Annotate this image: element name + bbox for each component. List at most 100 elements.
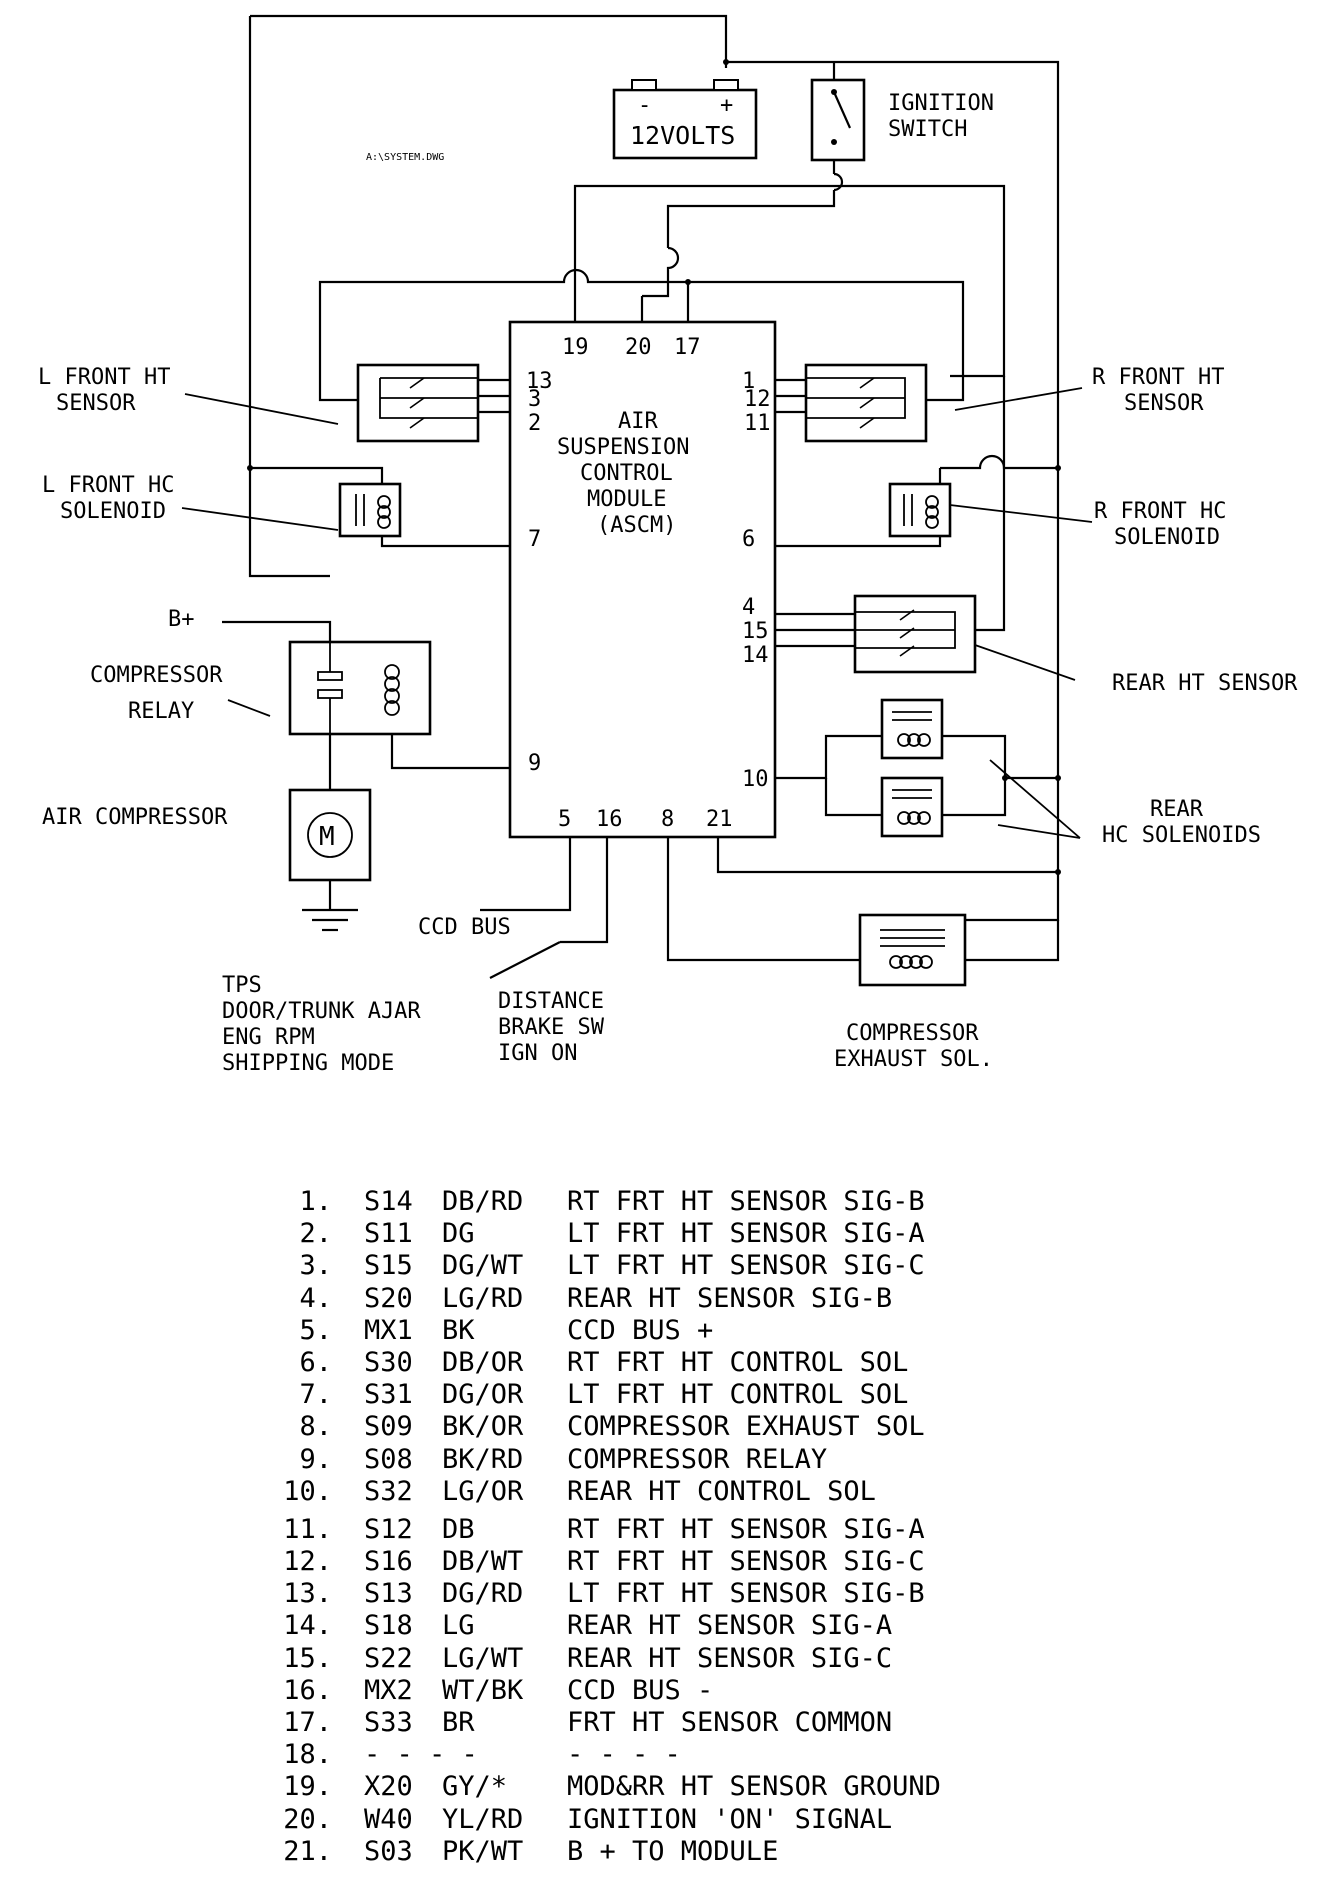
ascm-module: AIR SUSPENSION CONTROL MODULE (ASCM) 19 … <box>508 320 777 839</box>
pin16-input-ign-on: IGN ON <box>498 1041 577 1066</box>
ccd-input-eng-rpm: ENG RPM <box>222 1025 315 1050</box>
ccd-input-tps: TPS <box>222 973 262 998</box>
pin-description: REAR HT SENSOR SIG-C <box>567 1642 893 1674</box>
wire-color: DG/WT <box>442 1250 524 1282</box>
pin-5-label: 5 <box>558 807 571 832</box>
pin-description: LT FRT HT SENSOR SIG-B <box>567 1578 925 1610</box>
pin-8-label: 8 <box>661 807 674 832</box>
pin-14-label: 14 <box>742 643 769 668</box>
pin-number: 1. <box>299 1186 332 1217</box>
wire-color: DB/RD <box>442 1186 524 1217</box>
pin-11-label: 11 <box>744 411 771 436</box>
pin-description: REAR HT SENSOR SIG-B <box>567 1282 893 1314</box>
ignition-switch-label-1: IGNITION <box>888 91 994 116</box>
pin-description: RT FRT HT SENSOR SIG-C <box>567 1546 925 1578</box>
circuit-code: S22 <box>364 1642 413 1674</box>
pin-description: MOD&RR HT SENSOR GROUND <box>567 1771 941 1803</box>
compressor-exhaust-sol-label-1: COMPRESSOR <box>846 1021 979 1046</box>
wire-color: BK/OR <box>442 1411 524 1443</box>
circuit-code: S11 <box>364 1218 413 1250</box>
r-front-ht-sensor-label-1: R FRONT HT <box>1092 365 1224 390</box>
ccd-input-shipping-mode: SHIPPING MODE <box>222 1051 394 1076</box>
pin-13-label: 13 <box>526 369 553 394</box>
circuit-code: - - - - <box>364 1739 478 1771</box>
junction-dots <box>247 59 1061 875</box>
pin-number: 4. <box>299 1282 332 1314</box>
pin-description: IGNITION 'ON' SIGNAL <box>567 1803 893 1835</box>
wire-color: BK <box>442 1314 475 1346</box>
circuit-code: S18 <box>364 1610 413 1642</box>
circuit-code: S14 <box>364 1186 413 1217</box>
ignition-switch: IGNITION SWITCH <box>810 78 994 162</box>
pin-number: 20. <box>283 1803 332 1835</box>
pin-10-label: 10 <box>742 767 769 792</box>
circuit-code: S12 <box>364 1513 413 1545</box>
l-front-ht-sensor <box>356 363 480 443</box>
pin-description: B + TO MODULE <box>567 1835 779 1867</box>
module-name-line-1: AIR <box>618 409 658 434</box>
pin-9-label: 9 <box>528 751 541 776</box>
wire-color: DB/OR <box>442 1346 524 1378</box>
module-name-line-5: (ASCM) <box>597 513 676 538</box>
pin-7-label: 7 <box>528 527 541 552</box>
pin-12-label: 12 <box>744 387 771 412</box>
pin-number: 19. <box>283 1771 332 1803</box>
circuit-code: MX2 <box>364 1674 413 1706</box>
pin-description: LT FRT HT SENSOR SIG-A <box>567 1218 925 1250</box>
pin-15-label: 15 <box>742 619 769 644</box>
circuit-code: S09 <box>364 1411 413 1443</box>
pin-1-label: 1 <box>742 369 755 394</box>
circuit-code: S20 <box>364 1282 413 1314</box>
circuit-code: S30 <box>364 1346 413 1378</box>
pin-number: 12. <box>283 1546 332 1578</box>
circuit-code: S13 <box>364 1578 413 1610</box>
wire-color: WT/BK <box>442 1674 524 1706</box>
compressor-relay-label-1: COMPRESSOR <box>90 663 223 688</box>
pin-number: 2. <box>299 1218 332 1250</box>
pin-number: 14. <box>283 1610 332 1642</box>
pin-16-label: 16 <box>596 807 623 832</box>
rear-hc-solenoid-upper <box>880 698 944 760</box>
circuit-code: S33 <box>364 1707 413 1738</box>
pin-3-label: 3 <box>528 387 541 412</box>
pin-description: REAR HT CONTROL SOL <box>567 1475 876 1507</box>
battery-voltage-label: 12VOLTS <box>630 121 735 150</box>
b-plus-label: B+ <box>168 607 195 632</box>
circuit-code: S03 <box>364 1835 413 1867</box>
l-front-ht-sensor-label-2: SENSOR <box>56 391 136 416</box>
battery-minus-label: - <box>638 93 651 118</box>
wire-color: LG/RD <box>442 1282 524 1314</box>
wire-color: DG <box>442 1218 475 1250</box>
pin-description: COMPRESSOR EXHAUST SOL <box>567 1411 925 1443</box>
pin-description: CCD BUS + <box>567 1314 714 1346</box>
battery: - + 12VOLTS <box>612 79 758 160</box>
rear-ht-sensor <box>853 594 977 674</box>
pin-number: 13. <box>283 1578 332 1610</box>
air-compressor-label: AIR COMPRESSOR <box>42 805 228 830</box>
air-compressor: M <box>288 788 372 882</box>
r-front-hc-solenoid-label-1: R FRONT HC <box>1094 499 1226 524</box>
wire-color: LG/OR <box>442 1475 524 1507</box>
wire-color: LG/WT <box>442 1642 524 1674</box>
pin-21-label: 21 <box>706 807 733 832</box>
pin-number: 9. <box>299 1443 332 1475</box>
r-front-ht-sensor-label-2: SENSOR <box>1124 391 1204 416</box>
pin-description: FRT HT SENSOR COMMON <box>567 1707 893 1738</box>
battery-plus-label: + <box>720 93 733 118</box>
motor-symbol: M <box>319 822 335 852</box>
circuit-code: S16 <box>364 1546 413 1578</box>
circuit-code: W40 <box>364 1803 413 1835</box>
pin-number: 15. <box>283 1642 332 1674</box>
